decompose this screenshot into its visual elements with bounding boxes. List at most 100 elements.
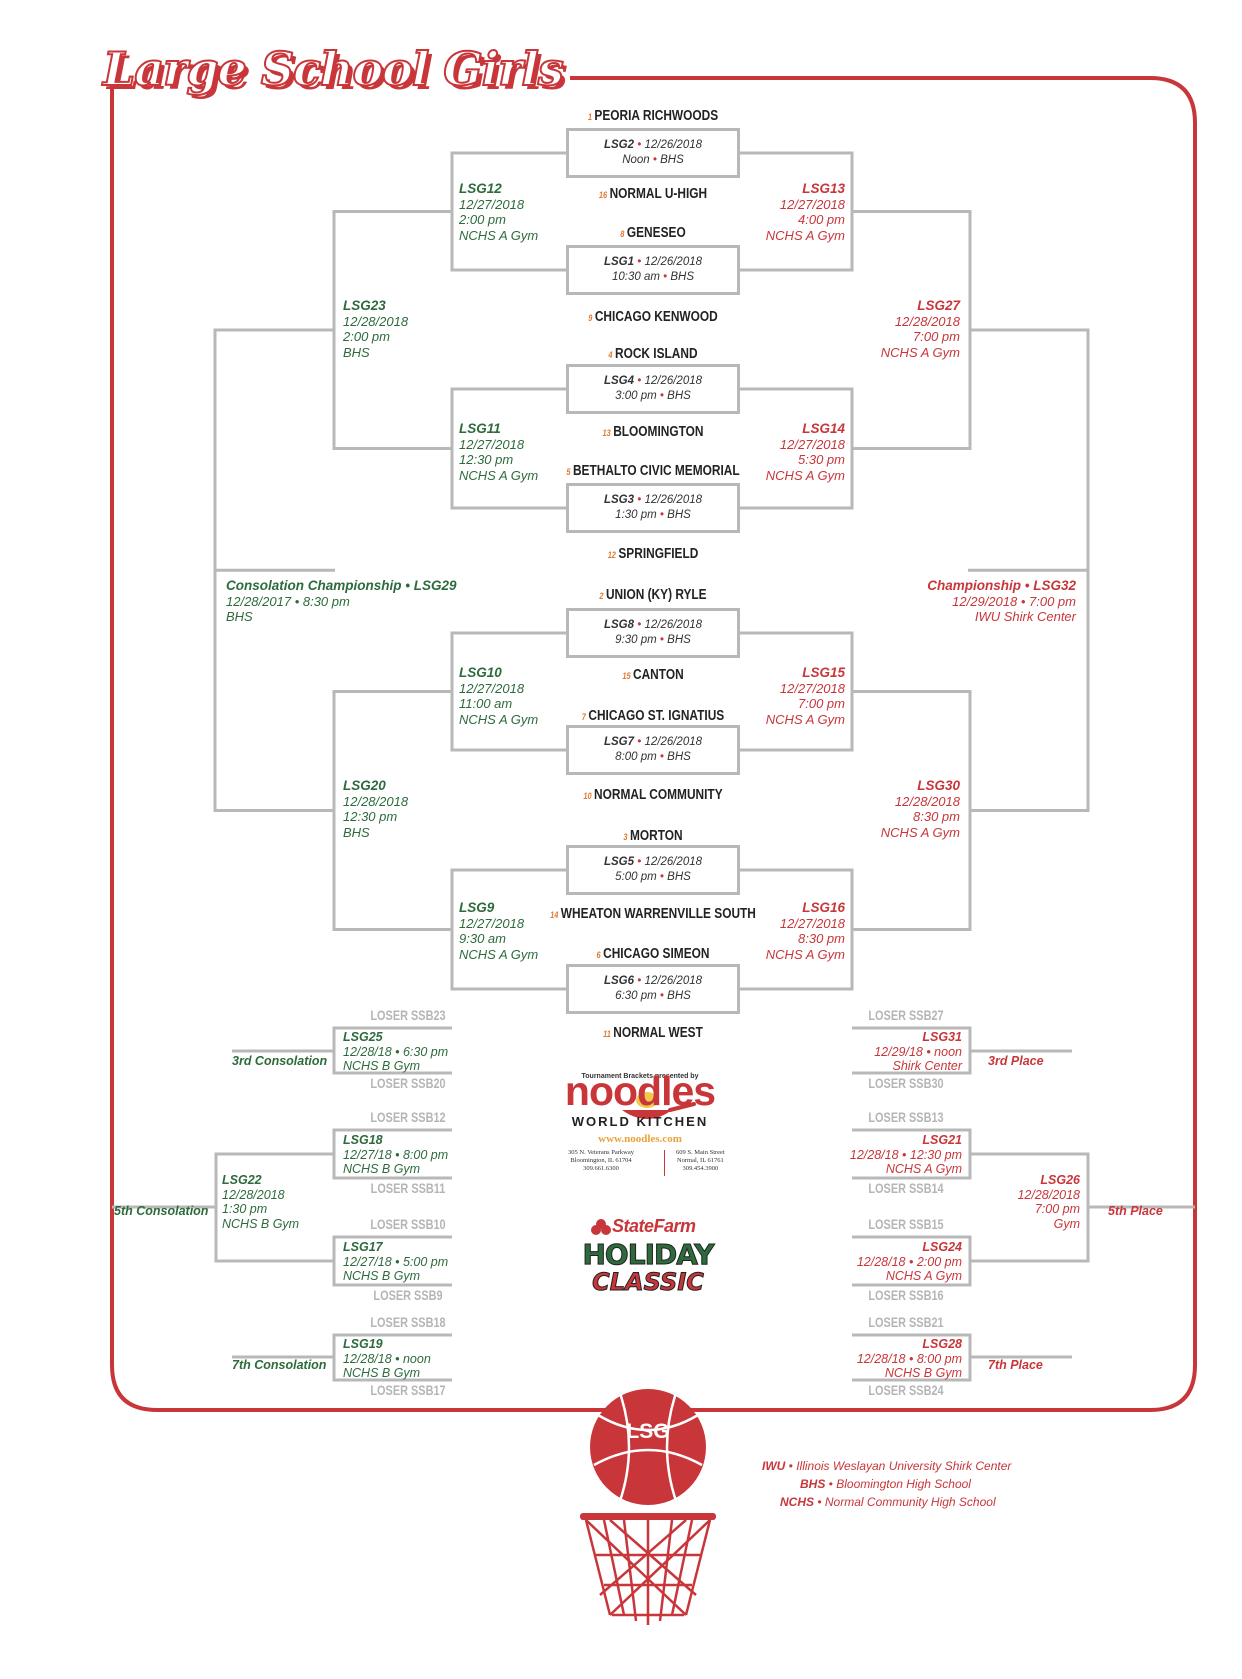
game-date: 12/28/2018 [343, 793, 409, 809]
dot-separator: • [656, 990, 668, 1002]
dot-separator: • [634, 736, 645, 748]
loser-label: LOSER SSB9 [373, 1287, 443, 1303]
game-venue: NCHS B Gym [343, 1269, 421, 1283]
title-line: Championship • LSG32 [927, 578, 1076, 594]
game-venue: Gym [1053, 1216, 1080, 1231]
presented-by-text: Tournament Brackets presented by [581, 1073, 699, 1080]
holiday-text: HOLIDAY [582, 1238, 715, 1272]
game-id: LSG27 [917, 298, 960, 313]
game-id: LSG25 [343, 1030, 383, 1044]
game-time: 5:00 pm [615, 871, 657, 883]
game-id: LSG11 [459, 421, 501, 436]
address-line: Normal, IL 61761 [676, 1157, 724, 1164]
game-time: 7:00 pm [1034, 1202, 1080, 1216]
game-date: 12/26/2018 [644, 856, 703, 868]
seed-number: 2 [599, 591, 604, 601]
dot-separator: • [634, 619, 645, 631]
game-time: 8:30 pm [302, 593, 350, 609]
game-venue: NCHS A Gym [765, 467, 845, 483]
legend-text: Bloomington High School [836, 1477, 971, 1491]
game-id: LSG22 [222, 1173, 262, 1187]
game-id: LSG8 [603, 619, 635, 631]
game-id: LSG1 [603, 256, 635, 268]
team-label: CHICAGO KENWOOD [594, 309, 718, 325]
game-id: LSG24 [922, 1240, 962, 1254]
game-id: LSG17 [343, 1240, 383, 1254]
seed-number: 4 [608, 350, 613, 360]
game-time: 6:30 pm [615, 990, 657, 1002]
game-id: LSG28 [922, 1337, 962, 1351]
loser-label: LOSER SSB23 [370, 1007, 446, 1023]
legend-bhs: BHS • Bloomington High School [800, 1477, 971, 1491]
game-venue: NCHS B Gym [343, 1366, 421, 1380]
team-label: NORMAL WEST [613, 1025, 703, 1041]
loser-label: LOSER SSB15 [868, 1216, 944, 1232]
game-date: 12/28/2018 [1017, 1187, 1080, 1202]
legend-nchs: NCHS • Normal Community High School [780, 1495, 996, 1509]
game-line: 12/27/18 • 8:00 pm [343, 1147, 449, 1162]
noodles-logo-text: noodles [564, 1068, 716, 1114]
dot-separator: • [634, 139, 645, 151]
game-venue: BHS [667, 390, 691, 402]
game-date: 12/26/2018 [644, 736, 703, 748]
seed-number: 7 [581, 712, 586, 722]
game-venue: BHS [667, 751, 691, 763]
address-bloomington: 305 N. Veterans Parkway Bloomington, IL … [568, 1149, 634, 1173]
seed-number: 10 [583, 791, 592, 801]
game-venue: BHS [343, 344, 370, 360]
game-date: 12/28/2017 [226, 593, 292, 609]
dot-separator: • [634, 375, 645, 387]
loser-label: LOSER SSB27 [868, 1007, 944, 1023]
game-venue: NCHS B Gym [343, 1059, 421, 1073]
world-kitchen-text: WORLD KITCHEN [571, 1114, 709, 1129]
game-date: 12/27/2018 [779, 196, 845, 212]
loser-label: LOSER SSB18 [370, 1314, 446, 1330]
game-date: 12/26/2018 [644, 256, 703, 268]
seed-number: 8 [620, 229, 625, 239]
legend-abbr: NCHS [780, 1495, 815, 1509]
game-line: 12/28/18 • 6:30 pm [343, 1044, 449, 1059]
sponsor-website: www.noodles.com [598, 1133, 682, 1145]
loser-label: LOSER SSB14 [868, 1180, 944, 1196]
dot-separator: • [656, 751, 668, 763]
seed-number: 5 [566, 467, 571, 477]
loser-label: LOSER SSB24 [868, 1382, 944, 1398]
team-label: BLOOMINGTON [613, 424, 704, 440]
game-line: 12/28/18 • noon [343, 1351, 431, 1366]
dot-separator: • [656, 509, 668, 521]
statefarm-text: StateFarm [612, 1216, 696, 1236]
game-date: 12/27/2018 [779, 680, 845, 696]
loser-label: LOSER SSB21 [868, 1314, 944, 1330]
seventh-consolation-label: 7th Consolation [232, 1358, 327, 1372]
game-date: 12/26/2018 [644, 375, 703, 387]
game-time: 8:30 pm [798, 931, 845, 946]
game-id: LSG26 [1040, 1173, 1080, 1187]
noodle-bowl-icon [622, 1092, 696, 1119]
page-title: Large School Girls [102, 41, 565, 97]
game-time: 8:30 pm [913, 809, 960, 824]
seed-number: 15 [622, 671, 631, 681]
basketball-hoop-icon [580, 1389, 716, 1625]
team-label: CANTON [633, 667, 684, 683]
dot-separator: • [656, 634, 668, 646]
team-label: BETHALTO CIVIC MEMORIAL [572, 463, 740, 479]
address-normal: 609 S. Main Street Normal, IL 61761 309.… [676, 1149, 725, 1173]
